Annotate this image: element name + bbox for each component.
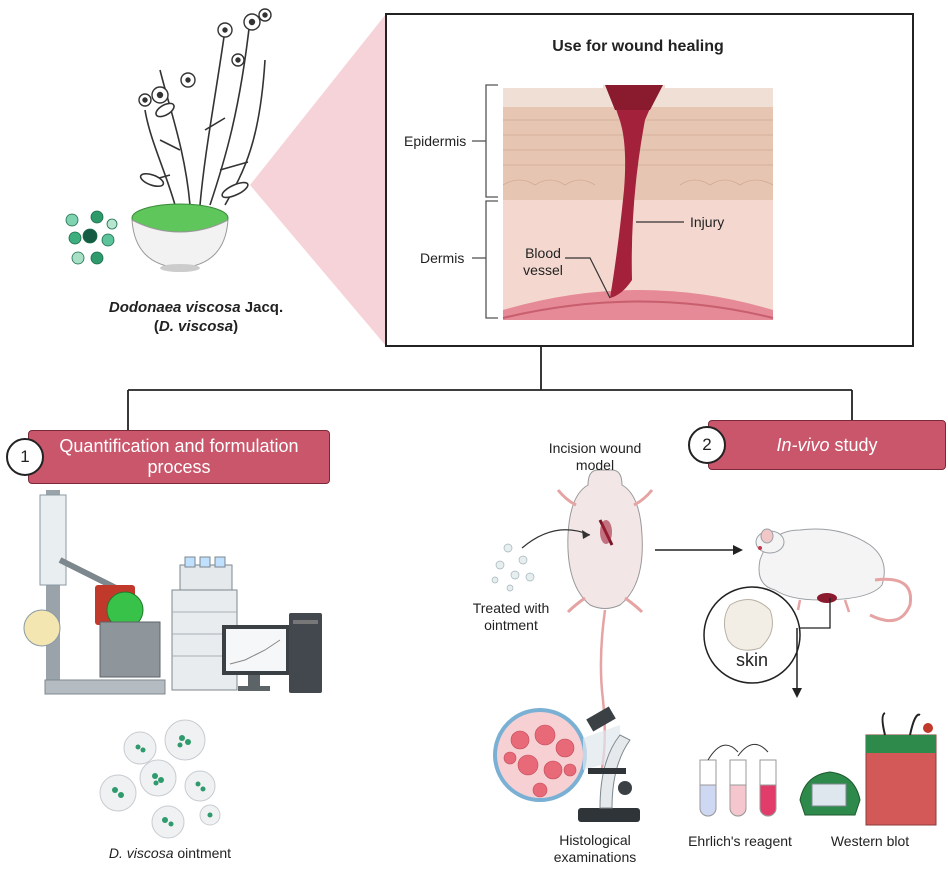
ointment-caption: D. viscosa ointment xyxy=(70,845,270,862)
skin-cross-section xyxy=(502,82,774,320)
plant-flowers xyxy=(138,8,272,107)
rat-belly-up xyxy=(556,469,654,769)
microscope xyxy=(578,706,640,822)
histology-label: Histological examinations xyxy=(540,832,650,866)
incision-model-line2: model xyxy=(575,457,615,473)
treatment-arrowhead xyxy=(582,530,590,539)
hplc-system xyxy=(171,556,322,693)
to-rat-arrowhead xyxy=(733,545,743,555)
histology-slide xyxy=(493,708,620,802)
incision-model-line1: Incision wound xyxy=(548,440,642,456)
rotary-evaporator xyxy=(23,490,166,695)
plant-illustration xyxy=(139,19,266,206)
treated-label-line2: ointment xyxy=(484,617,538,633)
to-analysis-arrowhead xyxy=(792,688,802,698)
plant-caption: Dodonaea viscosa Jacq. (D. viscosa) xyxy=(96,298,296,336)
wound-panel-title: Use for wound healing xyxy=(552,38,724,55)
treatment-dots xyxy=(491,543,535,592)
step1-banner: Quantification and formulation process xyxy=(28,430,330,484)
histology-label-line2: examinations xyxy=(553,849,637,865)
skin-label: skin xyxy=(735,650,768,670)
plant-abbr-close: ) xyxy=(233,318,239,335)
step2-title-italic: In-vivo xyxy=(776,435,830,455)
blood-vessel-label: Blood vessel xyxy=(518,245,568,279)
injury-label: Injury xyxy=(690,214,725,230)
step1-title-line1: Quantification and formulation xyxy=(59,436,299,456)
plant-name-italic: Dodonaea viscosa xyxy=(108,299,241,316)
step1-title: Quantification and formulation process xyxy=(29,431,329,478)
bowl-with-powder xyxy=(131,203,229,272)
treated-label: Treated with ointment xyxy=(466,600,556,634)
western-blot-apparatus xyxy=(799,712,937,826)
blood-vessel-label-line2: vessel xyxy=(523,262,563,278)
connector-tree xyxy=(127,346,853,432)
step2-title-suffix: study xyxy=(829,435,878,455)
test-tubes xyxy=(699,744,777,817)
incision-model-label: Incision wound model xyxy=(540,440,650,474)
zoom-projection xyxy=(250,14,386,346)
plant-name-line: Dodonaea viscosa Jacq. xyxy=(96,298,296,317)
plant-abbr-open: ( xyxy=(153,318,159,335)
epidermis-label: Epidermis xyxy=(404,133,467,149)
treated-label-line1: Treated with xyxy=(472,600,550,616)
vessel-callout xyxy=(565,257,611,299)
plant-abbr-line: (D. viscosa) xyxy=(96,317,296,336)
step2-number-badge: 2 xyxy=(688,426,726,464)
plant-abbr-italic: D. viscosa xyxy=(158,318,234,335)
ointment-jars xyxy=(99,719,221,839)
layer-brackets xyxy=(472,84,498,319)
step1-number-badge: 1 xyxy=(6,438,44,476)
ointment-caption-suffix: ointment xyxy=(173,845,232,861)
plant-name-suffix: Jacq. xyxy=(240,299,284,316)
rat-standing xyxy=(755,528,913,623)
green-pellets xyxy=(65,210,118,265)
dermis-label: Dermis xyxy=(420,250,465,266)
ehrlich-label: Ehrlich's reagent xyxy=(688,833,792,849)
step2-banner: In-vivo study xyxy=(708,420,946,470)
step1-title-line2: process xyxy=(147,457,211,477)
blood-vessel-label-line1: Blood xyxy=(525,245,561,261)
skin-magnifier xyxy=(703,586,831,684)
histology-label-line1: Histological xyxy=(559,832,631,848)
western-blot-label: Western blot xyxy=(830,833,910,849)
ointment-caption-italic: D. viscosa xyxy=(108,845,174,861)
